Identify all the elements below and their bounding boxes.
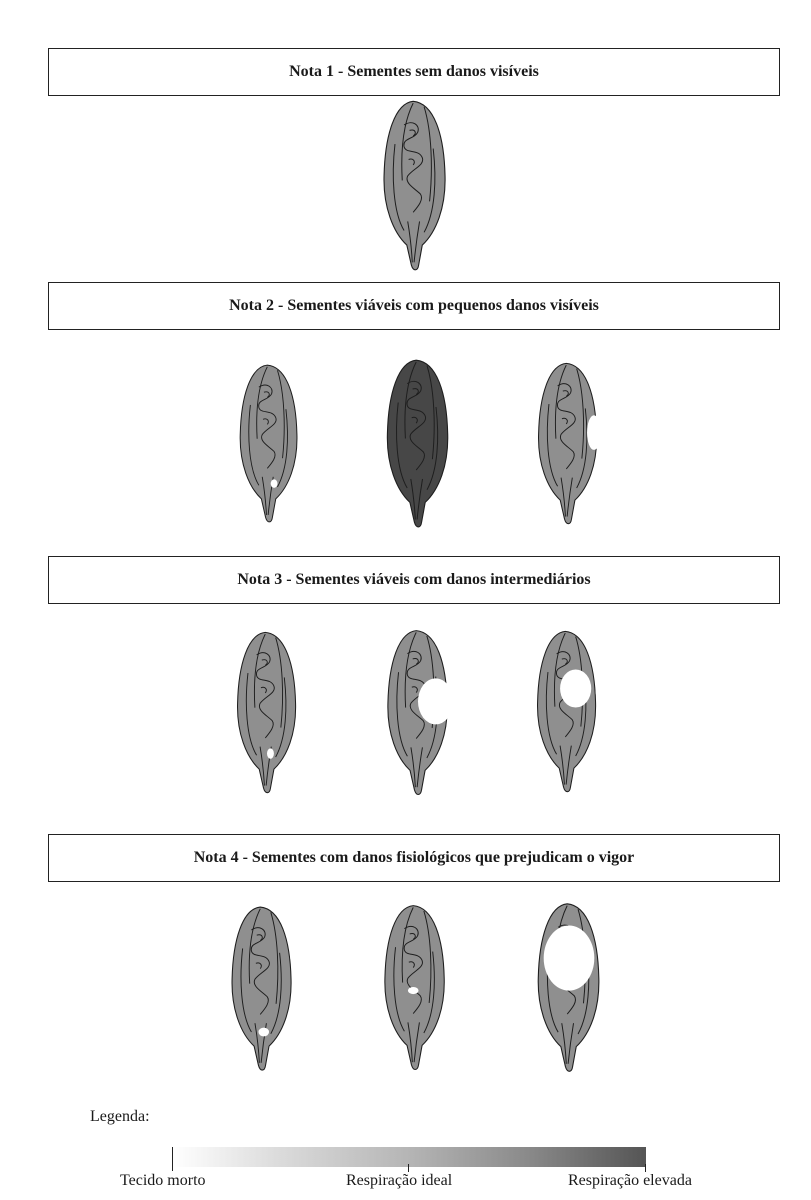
legend-tick-ideal [408, 1164, 409, 1172]
seed-nota4-1 [216, 900, 308, 1076]
seed-nota3-2 [372, 622, 464, 802]
dead-tissue-spot [418, 678, 453, 724]
legend-tick-dead [172, 1147, 173, 1171]
seed-nota3-3 [522, 620, 612, 802]
seed-nota4-3 [522, 896, 616, 1078]
dead-tissue-spot [544, 926, 595, 991]
legend-label-high: Respiração elevada [568, 1172, 692, 1190]
dead-tissue-spot [290, 951, 294, 962]
legend-tick-high [645, 1164, 646, 1172]
nota-2-header: Nota 2 - Sementes viáveis com pequenos d… [48, 282, 780, 330]
nota-3-header: Nota 3 - Sementes viáveis com danos inte… [48, 556, 780, 604]
nota-1-label: Nota 1 - Sementes sem danos visíveis [289, 63, 539, 81]
nota-3-label: Nota 3 - Sementes viáveis com danos inte… [237, 571, 590, 589]
legend-label-ideal: Respiração ideal [346, 1172, 452, 1190]
seed-nota3-1 [222, 622, 312, 802]
legend-gradient-bar [172, 1147, 646, 1167]
dead-tissue-spot [258, 1028, 269, 1037]
dead-tissue-spot [296, 681, 299, 691]
dead-tissue-spot [587, 415, 601, 450]
seed-nota2-2 [368, 353, 468, 533]
nota-1-header: Nota 1 - Sementes sem danos visíveis [48, 48, 780, 96]
seed-nota1-1 [363, 94, 467, 276]
seed-nota2-1 [225, 353, 313, 533]
seed-nota4-2 [369, 898, 461, 1076]
nota-2-label: Nota 2 - Sementes viáveis com pequenos d… [229, 297, 599, 315]
nota-4-label: Nota 4 - Sementes com danos fisiológicos… [194, 849, 635, 867]
nota-4-header: Nota 4 - Sementes com danos fisiológicos… [48, 834, 780, 882]
dead-tissue-spot [408, 987, 419, 994]
seed-nota2-3 [523, 353, 613, 533]
dead-tissue-spot [271, 479, 278, 487]
legend-title: Legenda: [90, 1108, 150, 1126]
legend-label-dead: Tecido morto [120, 1172, 206, 1190]
dead-tissue-spot [596, 682, 601, 699]
dead-tissue-spot [267, 748, 274, 758]
dead-tissue-spot [560, 669, 591, 707]
